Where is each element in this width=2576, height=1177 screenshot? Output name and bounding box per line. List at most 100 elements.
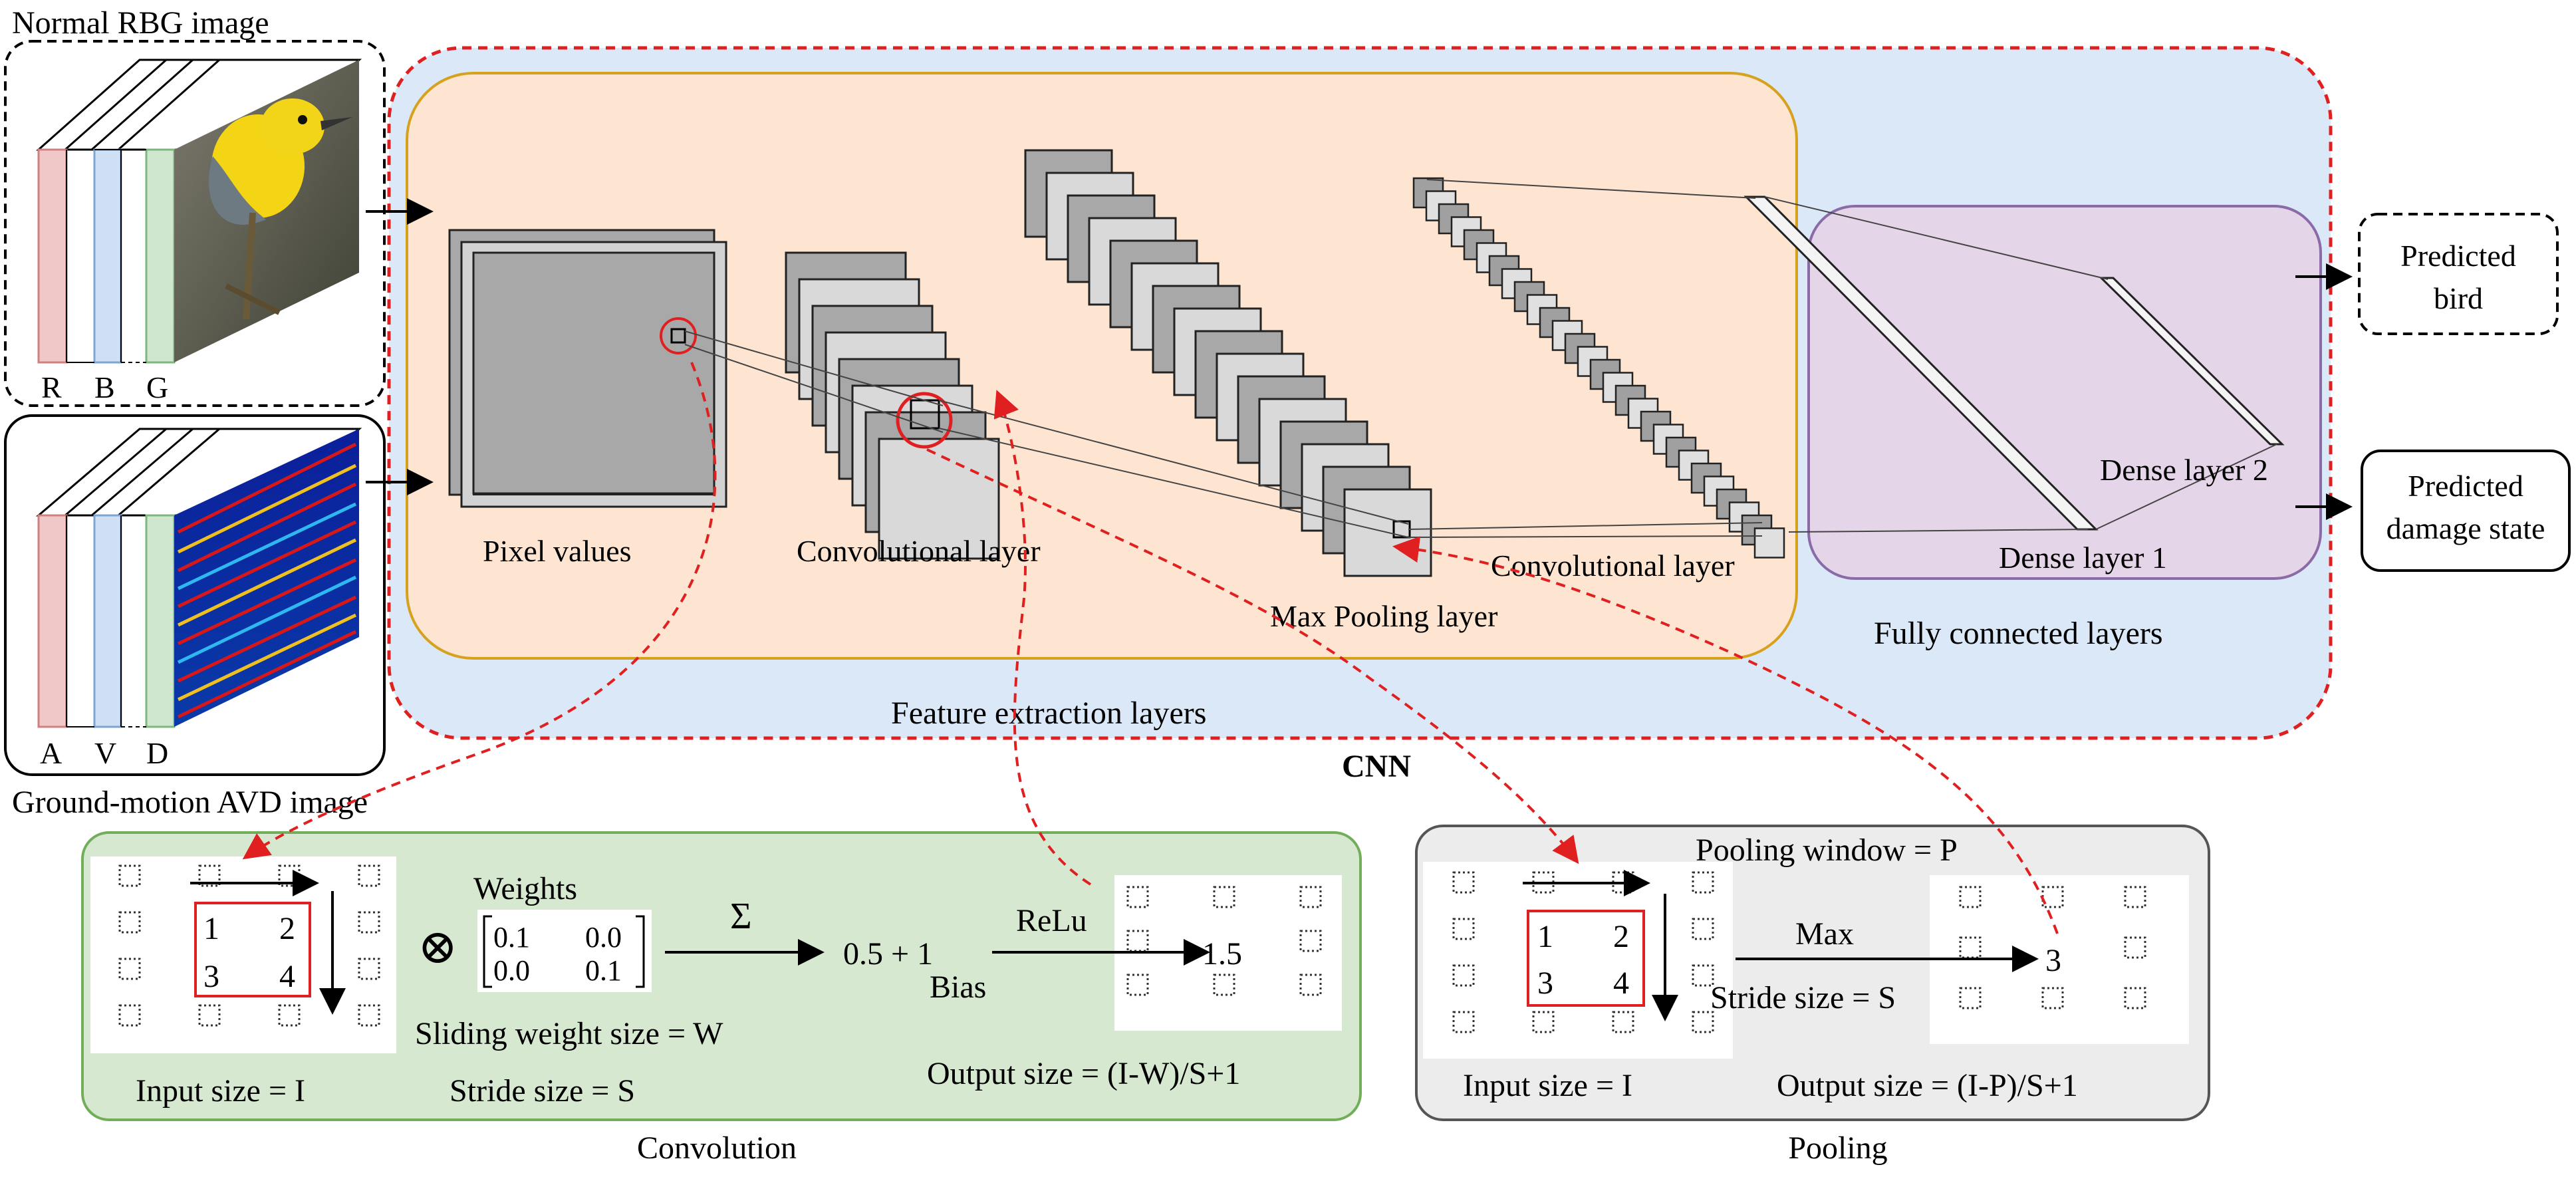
spectrogram-image — [174, 429, 359, 727]
dense-layer-2-bar — [2099, 277, 2285, 446]
pool-input-cell — [1692, 1011, 1714, 1033]
predicted-damage-line2: damage state — [2386, 511, 2545, 545]
cnn-label: CNN — [1342, 749, 1411, 784]
pool-input-cell — [1452, 964, 1475, 987]
conv-input-grid — [118, 864, 380, 1027]
pooling-title: Pooling — [1788, 1130, 1887, 1166]
pool-input-grid-bg — [1423, 862, 1733, 1059]
pool-stride-size-label: Stride size = S — [1710, 980, 1896, 1015]
avd-input-title: Ground-motion AVD image — [12, 785, 368, 820]
weights-right-bracket — [636, 915, 645, 988]
conv-output-cell — [1213, 974, 1235, 996]
rgb-channel-stack — [36, 59, 362, 364]
conv-output-value: 1.5 — [1202, 936, 1242, 972]
max-pooling-stack — [1024, 149, 1432, 577]
dense-layer-1-label: Dense layer 1 — [1999, 541, 2167, 575]
avd-channel-label-v: V — [94, 736, 116, 770]
relu-label: ReLu — [1016, 903, 1087, 938]
pool-output-size-label: Output size = (I-P)/S+1 — [1777, 1068, 2078, 1103]
conv-input-value-2: 2 — [279, 911, 295, 946]
rgb-input-title: Normal RBG image — [12, 5, 269, 41]
dense-layer-2-label: Dense layer 2 — [2100, 453, 2268, 487]
rgb-channel-label-r: R — [41, 370, 62, 404]
conv-output-cell — [1213, 886, 1235, 908]
pool-output-cell — [2124, 936, 2146, 959]
conv-output-cell — [1126, 886, 1149, 908]
predicted-bird-line1: Predicted — [2400, 239, 2516, 273]
conv-output-grid — [1126, 886, 1322, 996]
conv-layer-1-label: Convolutional layer — [797, 534, 1041, 568]
conv-input-cell — [358, 958, 380, 980]
conv-layer-2-label: Convolutional layer — [1491, 549, 1735, 583]
max-pooling-label: Max Pooling layer — [1270, 599, 1497, 633]
conv-stride-size-label: Stride size = S — [450, 1073, 635, 1109]
pool-input-value-4: 4 — [1613, 966, 1629, 1001]
pool-input-value-1: 1 — [1537, 919, 1553, 954]
pool-input-cell — [1452, 871, 1475, 894]
pixel-values-label: Pixel values — [483, 534, 632, 568]
weights-matrix-bg — [477, 910, 652, 992]
pool-input-cell — [1692, 918, 1714, 940]
weight-value-3: 0.0 — [493, 954, 530, 987]
conv-input-value-4: 4 — [279, 959, 295, 994]
conv-output-cell — [1299, 930, 1322, 952]
convolution-title: Convolution — [637, 1130, 797, 1166]
conv1-feature-map — [878, 438, 1000, 560]
bias-label: Bias — [930, 970, 986, 1005]
sum-result: 0.5 + 1 — [843, 936, 933, 972]
pool-output-cell — [1959, 886, 1982, 908]
feature-extraction-label: Feature extraction layers — [891, 696, 1206, 731]
pool-output-to-maxpool-arrow — [1392, 536, 2059, 934]
conv-input-cell — [198, 1004, 221, 1027]
pool-input-value-3: 3 — [1537, 966, 1553, 1001]
conv-input-cell — [358, 864, 380, 887]
conv-input-cell — [118, 1004, 141, 1027]
pool-input-size-label: Input size = I — [1463, 1068, 1632, 1103]
pool-input-grid — [1452, 871, 1714, 1033]
convolution-operator: ⊗ — [418, 920, 457, 974]
fully-connected-region — [1807, 205, 2322, 580]
pool-output-value: 3 — [2045, 943, 2061, 978]
conv-input-cell — [358, 1004, 380, 1027]
conv-input-value-3: 3 — [203, 959, 219, 994]
conv-input-cell — [278, 1004, 301, 1027]
avd-channel-label-a: A — [40, 736, 62, 770]
rgb-channel-label-b: B — [94, 370, 115, 404]
conv-output-cell — [1299, 886, 1322, 908]
weights-label: Weights — [473, 871, 577, 906]
sliding-weight-size-label: Sliding weight size = W — [415, 1016, 723, 1051]
avd-channel-label-d: D — [146, 736, 168, 770]
pool-input-cell — [1452, 1011, 1475, 1033]
conv-output-size-label: Output size = (I-W)/S+1 — [927, 1056, 1240, 1091]
conv-input-value-1: 1 — [203, 911, 219, 946]
conv-input-cell — [118, 864, 141, 887]
conv-input-cell — [118, 911, 141, 934]
pixel-values-stack — [448, 229, 727, 508]
predicted-bird-box — [2358, 213, 2559, 335]
pooling-window-label: Pooling window = P — [1696, 833, 1958, 868]
weight-value-2: 0.0 — [585, 921, 622, 954]
pool-input-window — [1527, 910, 1645, 1007]
conv-input-size-label: Input size = I — [136, 1073, 305, 1109]
conv-output-cell — [1126, 930, 1149, 952]
conv1-kernel-highlight — [896, 392, 953, 449]
pool-input-cell — [1692, 871, 1714, 894]
conv-output-to-conv1-arrow — [993, 390, 1092, 886]
pool-output-cell — [2124, 987, 2146, 1009]
predicted-damage-line1: Predicted — [2408, 469, 2523, 503]
conv-input-grid-bg — [90, 856, 396, 1053]
conv-output-cell — [1126, 974, 1149, 996]
weight-value-4: 0.1 — [585, 954, 622, 987]
pool-output-cell — [1959, 987, 1982, 1009]
pool-output-cell — [2124, 886, 2146, 908]
pool-input-cell — [1532, 1011, 1555, 1033]
conv1-to-pool-example-arrow — [926, 448, 1579, 864]
conv-input-window — [194, 902, 311, 997]
weight-value-1: 0.1 — [493, 921, 530, 954]
bird-image — [174, 60, 359, 362]
conv-input-cell — [118, 958, 141, 980]
conv-layer-1-stack — [785, 251, 1000, 560]
conv-output-cell — [1299, 974, 1322, 996]
rgb-channel-label-g: G — [146, 370, 168, 404]
conv-input-cell — [358, 911, 380, 934]
